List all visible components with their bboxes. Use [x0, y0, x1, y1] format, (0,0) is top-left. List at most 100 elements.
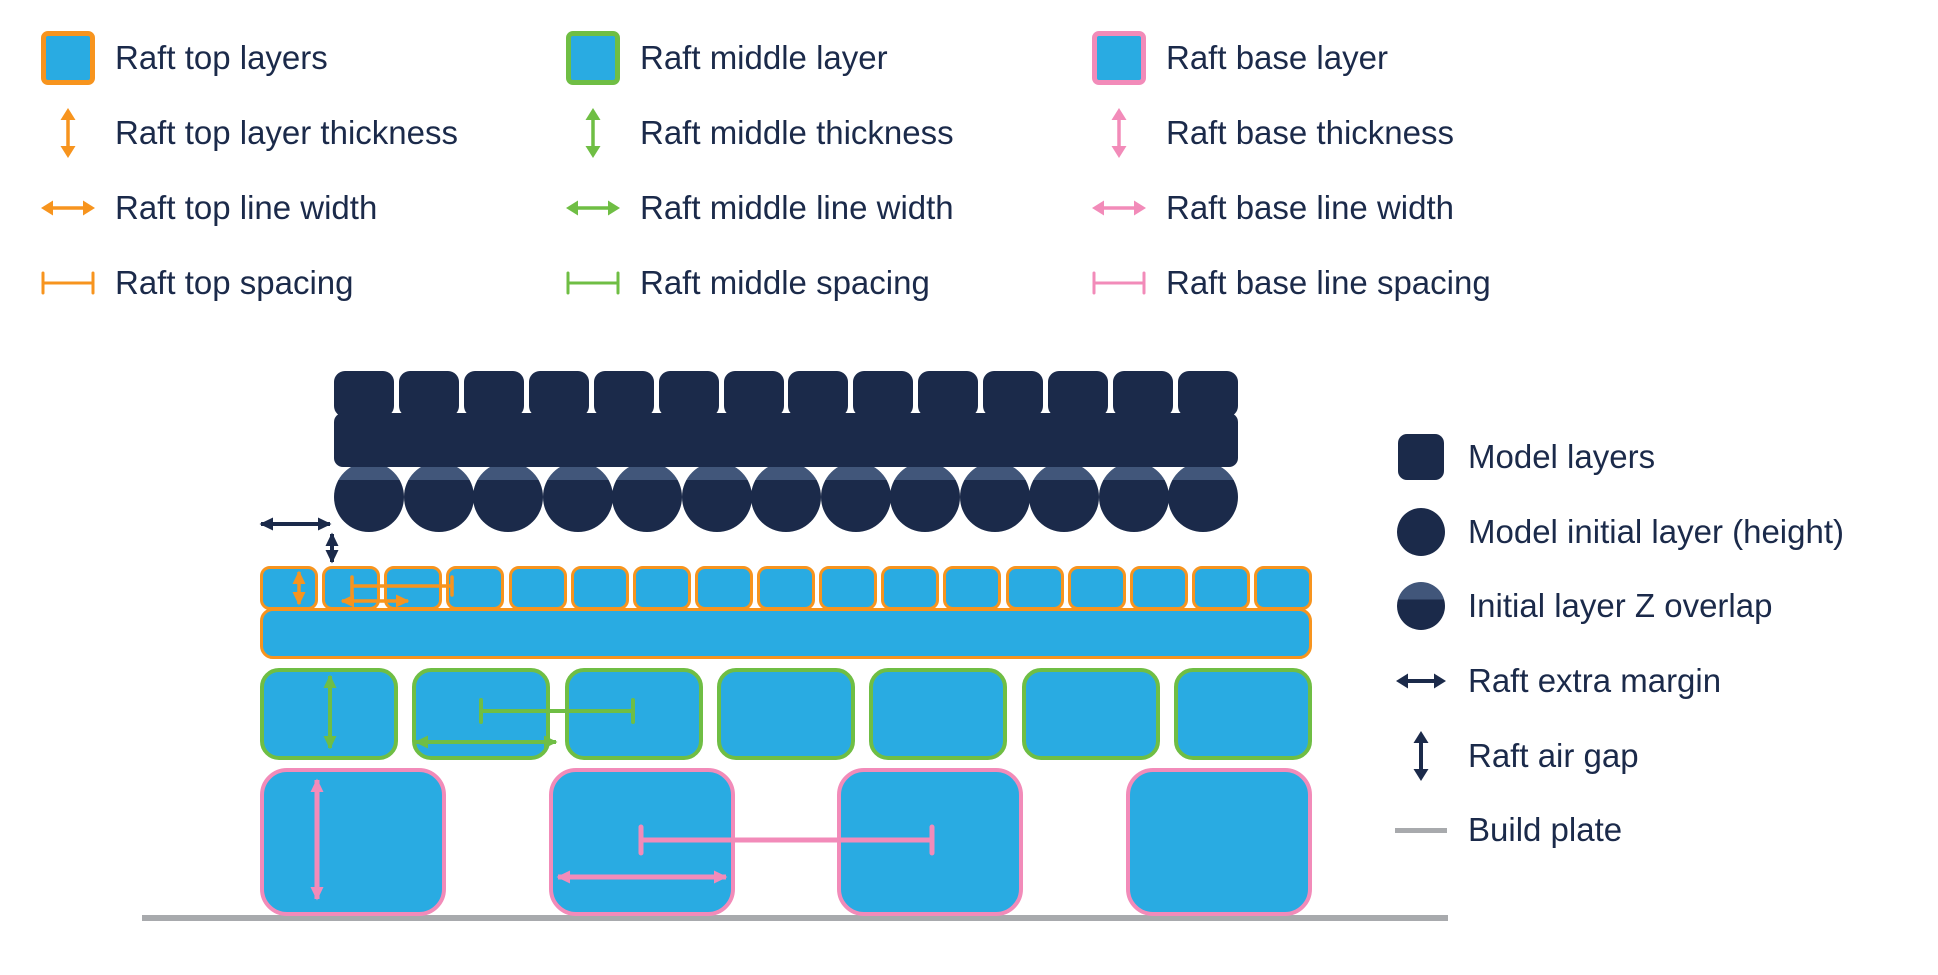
model-initial-layer-circle: [681, 462, 752, 532]
horizontal-arrow-icon: [37, 197, 99, 219]
legend-item: Raft extra margin: [1390, 644, 1844, 719]
model-layer-square: [1048, 371, 1109, 417]
raft-top-line: [757, 566, 815, 610]
raft-top-line: [943, 566, 1002, 610]
model-initial-layer-circle: [1098, 462, 1169, 532]
model-initial-layer-circle: [820, 462, 891, 532]
raft-middle-line: [1174, 668, 1312, 760]
build-plate-line-icon: [1390, 827, 1452, 833]
model-initial-layer-circle: [542, 462, 613, 532]
model-layers-swatch-icon: [1390, 434, 1452, 481]
model-layer-square: [853, 371, 914, 417]
raft-top-line: [446, 566, 505, 610]
legend-item: Raft base line spacing: [1088, 245, 1491, 320]
model-layer-square: [918, 371, 979, 417]
legend-item: Raft base thickness: [1088, 95, 1491, 170]
model-layer-square: [1178, 371, 1238, 417]
model-layer-square: [658, 371, 719, 417]
raft-middle-line: [564, 668, 703, 760]
raft-base-line: [548, 768, 735, 916]
raft-top-line: [1191, 566, 1250, 610]
raft-top-line: [1129, 566, 1188, 610]
model-initial-layer-circle: [612, 462, 682, 532]
raft-top-line: [570, 566, 629, 610]
legend-label: Raft air gap: [1468, 736, 1639, 774]
raft-top-line: [819, 566, 878, 610]
raft-base-line: [1126, 768, 1312, 916]
legend-label: Raft base line width: [1166, 188, 1454, 226]
legend-column-pink: Raft base layer Raft base thickness Raft…: [1088, 20, 1491, 320]
horizontal-arrow-icon: [1088, 197, 1150, 219]
legend-label: Raft base layer: [1166, 38, 1388, 76]
legend-label: Raft base thickness: [1166, 113, 1454, 151]
legend-label: Model initial layer (height): [1468, 512, 1845, 550]
vertical-arrow-icon: [1088, 107, 1150, 159]
raft-top-line: [1254, 566, 1312, 610]
vertical-arrow-icon: [562, 107, 624, 159]
legend-label: Raft extra margin: [1468, 662, 1722, 700]
model-initial-layer-circle: [1168, 462, 1238, 532]
model-layer-square: [788, 371, 849, 417]
legend-label: Raft top spacing: [115, 263, 354, 301]
model-initial-layer-swatch-icon: [1390, 507, 1452, 556]
model-initial-layer-circle: [890, 462, 960, 532]
model-layer-square: [463, 371, 524, 417]
legend-label: Raft top layers: [115, 38, 328, 76]
model-layer-square: [334, 371, 394, 417]
raft-top-line: [881, 566, 940, 610]
legend-label: Model layers: [1468, 438, 1656, 476]
model-layers-bar: [334, 413, 1238, 467]
legend-item: Raft top layers: [37, 20, 458, 95]
raft-top-line: [1067, 566, 1126, 610]
legend-item: Raft base layer: [1088, 20, 1491, 95]
legend-item: Raft base line width: [1088, 170, 1491, 245]
raft-swatch-icon: [37, 30, 99, 85]
model-initial-layer-circle: [1029, 462, 1099, 532]
z-overlap-swatch-icon: [1390, 582, 1452, 631]
model-layer-square: [528, 371, 589, 417]
model-initial-layer-circle: [473, 462, 543, 532]
legend-item: Raft middle thickness: [562, 95, 954, 170]
model-layer-square: [983, 371, 1044, 417]
raft-middle-line: [869, 668, 1008, 760]
legend-item: Raft middle layer: [562, 20, 954, 95]
vertical-arrow-icon: [37, 107, 99, 159]
legend-item: Raft top spacing: [37, 245, 458, 320]
model-layer-square: [723, 371, 784, 417]
raft-top-line: [322, 566, 381, 610]
raft-top-line: [384, 566, 443, 610]
legend-label: Raft middle thickness: [640, 113, 954, 151]
legend-label: Raft base line spacing: [1166, 263, 1491, 301]
build-plate: [142, 915, 1448, 921]
legend-item: Raft air gap: [1390, 718, 1844, 793]
legend-item: Raft top line width: [37, 170, 458, 245]
raft-swatch-icon: [562, 30, 624, 85]
legend-label: Raft middle line width: [640, 188, 954, 226]
air-gap-arrow-icon: [1390, 730, 1452, 782]
spacing-bracket-icon: [562, 270, 624, 296]
legend-item: Initial layer Z overlap: [1390, 569, 1844, 644]
raft-base-line: [837, 768, 1024, 916]
raft-top-line: [260, 566, 318, 610]
legend-item: Model initial layer (height): [1390, 495, 1844, 570]
raft-middle-line: [717, 668, 855, 760]
raft-top-line: [632, 566, 691, 610]
legend-label: Raft middle spacing: [640, 263, 930, 301]
legend-label: Initial layer Z overlap: [1468, 587, 1773, 625]
model-initial-layer-circle: [403, 462, 474, 532]
spacing-bracket-icon: [37, 270, 99, 296]
spacing-bracket-icon: [1088, 270, 1150, 296]
extra-margin-arrow-icon: [1390, 669, 1452, 693]
raft-top-bar: [260, 608, 1312, 659]
raft-top-line: [694, 566, 753, 610]
model-initial-layer-circle: [751, 462, 821, 532]
legend-column-orange: Raft top layers Raft top layer thickness…: [37, 20, 458, 320]
raft-swatch-icon: [1088, 30, 1150, 85]
legend-label: Raft top line width: [115, 188, 378, 226]
legend-item: Raft middle line width: [562, 170, 954, 245]
model-layer-square: [593, 371, 654, 417]
legend-label: Build plate: [1468, 811, 1623, 849]
